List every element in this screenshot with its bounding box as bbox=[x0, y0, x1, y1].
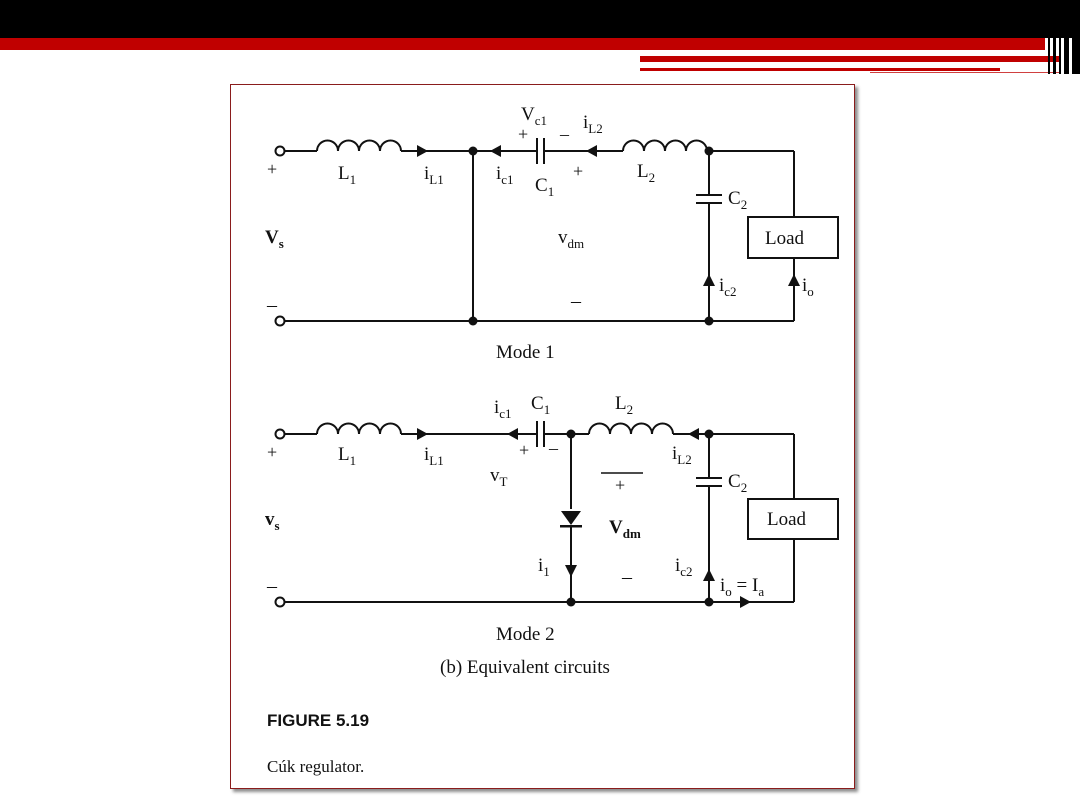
terminal bbox=[274, 596, 286, 608]
label-il1: iL1 bbox=[424, 444, 444, 468]
slide-red-band bbox=[0, 38, 1045, 50]
label-plus: + bbox=[518, 124, 528, 144]
slide-red-line bbox=[870, 72, 1060, 73]
label-l2: L2 bbox=[615, 393, 633, 417]
label-ic2: ic2 bbox=[719, 275, 737, 299]
label-plus: + bbox=[519, 440, 529, 460]
terminal bbox=[274, 145, 286, 157]
arrow-ic1 bbox=[507, 428, 518, 440]
label-minus: – bbox=[621, 566, 633, 588]
label-vs: Vs bbox=[265, 227, 284, 251]
junction-dot bbox=[704, 316, 714, 326]
figure-number: FIGURE 5.19 bbox=[267, 711, 370, 730]
junction-dot bbox=[468, 146, 478, 156]
label-il2: iL2 bbox=[672, 443, 692, 467]
label-il1: iL1 bbox=[424, 163, 444, 187]
label-vt: vT bbox=[490, 465, 508, 489]
arrow-il2 bbox=[688, 428, 699, 440]
arrow-il2 bbox=[586, 145, 597, 157]
arrow-ic2 bbox=[703, 274, 715, 286]
inductor-l1 bbox=[316, 422, 402, 435]
junction-dot bbox=[566, 429, 576, 439]
label-plus: + bbox=[615, 475, 625, 495]
label-plus: + bbox=[267, 442, 277, 462]
label-io: io bbox=[802, 275, 814, 299]
label-plus: + bbox=[267, 159, 277, 179]
arrow-ic2 bbox=[703, 569, 715, 581]
load-label: Load bbox=[765, 228, 805, 249]
label-c1: C1 bbox=[535, 175, 554, 199]
slide-top-bar bbox=[0, 0, 1080, 38]
arrow-io bbox=[788, 274, 800, 286]
arrow-il1 bbox=[417, 428, 428, 440]
label-c2: C2 bbox=[728, 188, 747, 212]
label-i1: i1 bbox=[538, 555, 550, 579]
label-minus: – bbox=[266, 575, 278, 597]
arrow-i1 bbox=[565, 565, 577, 577]
junction-dot bbox=[566, 597, 576, 607]
figure-frame: Vc1 iL2 + – L1 iL1 ic1 C1 + L2 C2 + Vs v… bbox=[230, 84, 855, 789]
junction-dot bbox=[704, 146, 714, 156]
label-vdm: Vdm bbox=[609, 517, 641, 541]
label-l2: L2 bbox=[637, 161, 655, 185]
cuk-regulator-diagram: Vc1 iL2 + – L1 iL1 ic1 C1 + L2 C2 + Vs v… bbox=[265, 104, 839, 678]
label-plus: + bbox=[573, 161, 583, 181]
inductor-l1 bbox=[316, 139, 402, 152]
label-ic1: ic1 bbox=[494, 397, 512, 421]
arrow-il1 bbox=[417, 145, 428, 157]
label-minus: – bbox=[559, 124, 570, 144]
arrow-ic1 bbox=[490, 145, 501, 157]
label-minus: – bbox=[548, 438, 559, 458]
junction-dot bbox=[468, 316, 478, 326]
label-minus: – bbox=[266, 294, 278, 316]
label-vs: vs bbox=[265, 509, 280, 533]
label-io: io = Ia bbox=[720, 575, 764, 599]
label-l1: L1 bbox=[338, 444, 356, 468]
label-il2-top: iL2 bbox=[583, 112, 603, 136]
label-vc1: Vc1 bbox=[521, 104, 547, 128]
terminal bbox=[274, 315, 286, 327]
slide-red-line bbox=[640, 68, 1000, 71]
mode1-circuit bbox=[274, 138, 839, 327]
label-c2: C2 bbox=[728, 471, 747, 495]
mode2-title: Mode 2 bbox=[496, 624, 555, 645]
terminal bbox=[274, 428, 286, 440]
slide-red-line bbox=[640, 56, 1060, 62]
figure-subtitle: (b) Equivalent circuits bbox=[440, 657, 610, 678]
label-minus: – bbox=[570, 290, 582, 312]
mode1-title: Mode 1 bbox=[496, 342, 555, 363]
load-label: Load bbox=[767, 509, 807, 530]
label-vdm: vdm bbox=[558, 227, 584, 251]
junction-dot bbox=[704, 429, 714, 439]
junction-dot bbox=[704, 597, 714, 607]
figure-caption: Cúk regulator. bbox=[267, 757, 365, 776]
diode-bar bbox=[560, 525, 582, 528]
label-ic1: ic1 bbox=[496, 163, 514, 187]
arrow-io bbox=[740, 596, 751, 608]
label-c1: C1 bbox=[531, 393, 550, 417]
slide-corner-bars bbox=[1048, 0, 1080, 74]
label-l1: L1 bbox=[338, 163, 356, 187]
inductor-l2 bbox=[622, 139, 708, 152]
inductor-l2 bbox=[588, 422, 674, 435]
label-ic2: ic2 bbox=[675, 555, 693, 579]
diode-icon bbox=[561, 511, 581, 525]
